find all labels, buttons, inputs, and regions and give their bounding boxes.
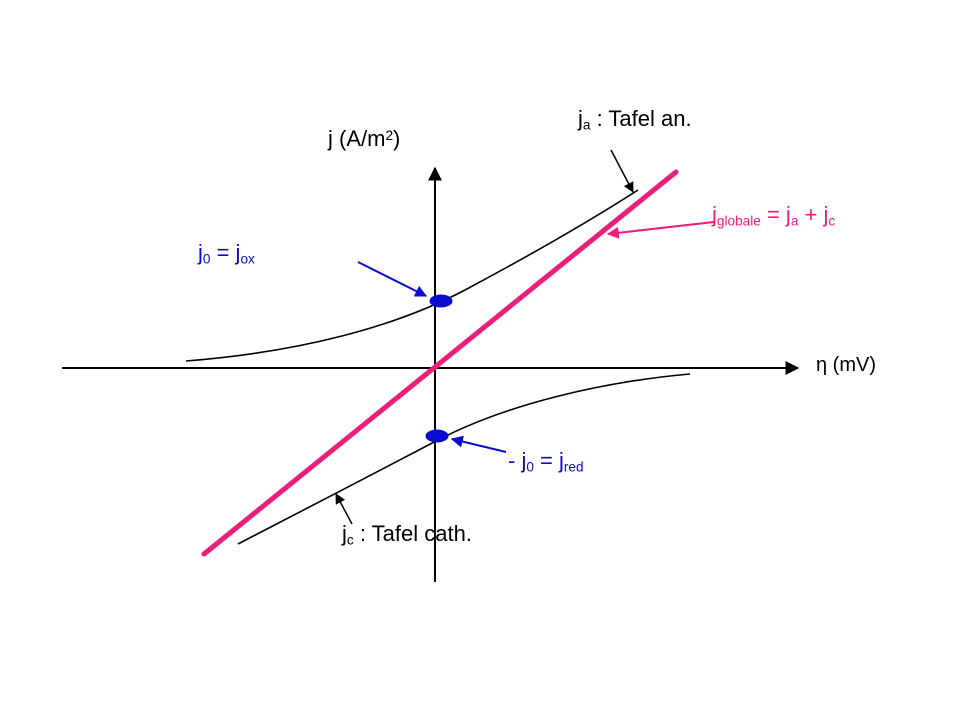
y-axis-label-text: j (A/m: [328, 126, 386, 151]
y-axis-label: j (A/m2): [328, 126, 401, 151]
global-current-arrow: [606, 221, 715, 239]
cathodic-tafel-curve: [237, 373, 691, 545]
label-tafel-cathodic: jc : Tafel cath.: [342, 521, 472, 548]
label-exchange-ox: j0 = jox: [198, 240, 255, 267]
anodic-tafel-curve: [185, 189, 639, 362]
tafel-cathodic-arrow: [335, 493, 353, 525]
tafel-anodic-arrow: [610, 149, 634, 193]
exchange-red-arrow: [450, 435, 507, 453]
exchange-current-marker-anodic: [429, 294, 453, 308]
label-tafel-anodic: ja : Tafel an.: [578, 106, 692, 133]
exchange-current-marker-cathodic: [425, 429, 449, 443]
label-global-current: jglobale = ja + jc: [712, 202, 836, 229]
label-exchange-red: - j0 = jred: [508, 448, 584, 475]
exchange-ox-arrow: [357, 261, 428, 297]
global-current-line: [201, 169, 679, 557]
x-axis-label: η (mV): [816, 354, 876, 376]
